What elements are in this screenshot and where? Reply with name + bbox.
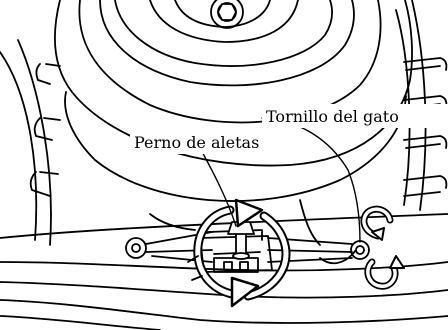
wing-bolt-rotation-arrow bbox=[187, 198, 291, 308]
jack-screw-rotation-arrow bbox=[360, 205, 405, 290]
leader-line-wing-bolt bbox=[199, 147, 237, 227]
hub-nut bbox=[210, 0, 244, 29]
trunk-side-ribs-left bbox=[29, 63, 61, 197]
jack bbox=[125, 229, 370, 273]
wing-bolt-label: Perno de aletas bbox=[134, 133, 259, 152]
trunk-side-ribs-right bbox=[395, 0, 448, 211]
spare-tire bbox=[54, 0, 413, 202]
wing-bolt-label-bg bbox=[130, 130, 278, 154]
jack-bolt-label: Tornillo del gato bbox=[266, 107, 399, 126]
jack-bolt-label-bg bbox=[262, 104, 448, 128]
